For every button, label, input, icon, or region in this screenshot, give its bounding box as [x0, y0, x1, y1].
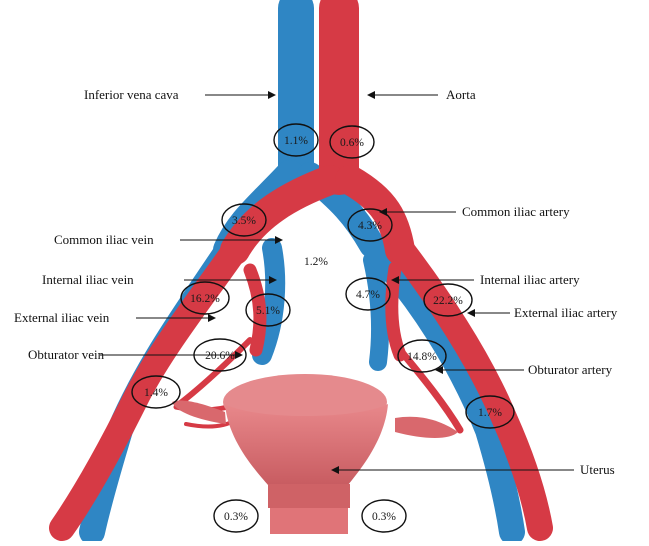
- uterus-cervix: [270, 508, 348, 534]
- pct-ivc: 1.1%: [284, 135, 308, 147]
- right-adnexa: [395, 417, 458, 438]
- pct-uterus-left: 0.3%: [224, 511, 248, 523]
- pct-right-external: 22.2%: [433, 295, 463, 307]
- label-uterus: Uterus: [580, 462, 615, 477]
- left-adnexa: [172, 400, 226, 424]
- pct-right-lower: 1.7%: [478, 407, 502, 419]
- label-obturator-vein: Obturator vein: [28, 347, 105, 362]
- pct-left-internal-vein: 5.1%: [256, 305, 280, 317]
- pct-right-common-iliac: 4.3%: [358, 220, 382, 232]
- uterus-body: [225, 404, 388, 485]
- label-external-iliac-artery: External iliac artery: [514, 305, 618, 320]
- label-common-iliac-artery: Common iliac artery: [462, 204, 570, 219]
- pct-right-internal-artery: 4.7%: [356, 289, 380, 301]
- label-aorta: Aorta: [446, 87, 476, 102]
- pct-right-obturator: 14.8%: [407, 351, 437, 363]
- pct-bifurcation: 1.2%: [304, 256, 328, 268]
- label-external-iliac-vein: External iliac vein: [14, 310, 110, 325]
- pct-left-lower: 1.4%: [144, 387, 168, 399]
- pct-left-common-iliac: 3.5%: [232, 215, 256, 227]
- label-ivc: Inferior vena cava: [84, 87, 179, 102]
- right-internal-iliac-artery: [392, 268, 400, 355]
- pct-left-external: 16.2%: [190, 293, 220, 305]
- label-internal-iliac-vein: Internal iliac vein: [42, 272, 134, 287]
- pct-left-obturator: 20.6%: [205, 350, 235, 362]
- pct-uterus-right: 0.3%: [372, 511, 396, 523]
- uterus-neck: [268, 484, 350, 508]
- pct-aorta: 0.6%: [340, 137, 364, 149]
- right-internal-iliac-vein: [372, 260, 380, 362]
- label-internal-iliac-artery: Internal iliac artery: [480, 272, 580, 287]
- label-common-iliac-vein: Common iliac vein: [54, 232, 154, 247]
- label-obturator-artery: Obturator artery: [528, 362, 613, 377]
